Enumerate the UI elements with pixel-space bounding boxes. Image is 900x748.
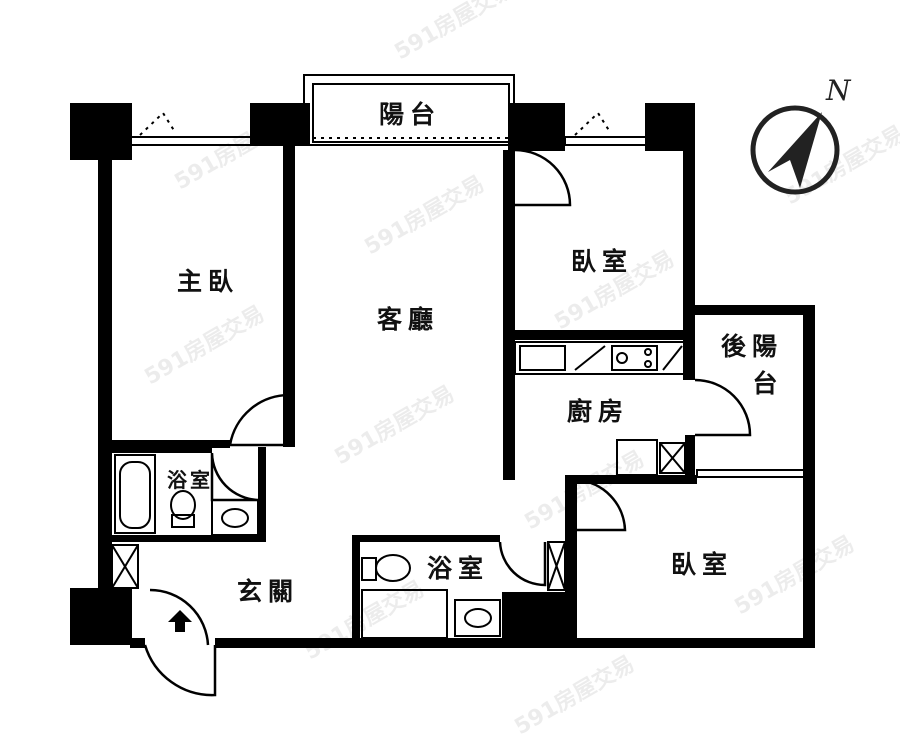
compass-icon: [750, 105, 840, 195]
label-bathroom-1: 浴室: [167, 468, 213, 492]
label-rear-balcony: 後陽: [721, 332, 783, 361]
label-rear-balcony-2: 台: [752, 369, 783, 398]
toilet-icon-2: [375, 554, 411, 582]
sink-icon-2: [454, 599, 501, 637]
label-bedroom-2: 臥室: [671, 550, 733, 579]
bathtub-icon: [114, 454, 156, 534]
svg-text:591房屋交易: 591房屋交易: [390, 0, 519, 65]
svg-text:591房屋交易: 591房屋交易: [140, 301, 269, 390]
svg-text:591房屋交易: 591房屋交易: [360, 171, 489, 260]
svg-text:591房屋交易: 591房屋交易: [510, 651, 639, 740]
toilet-icon: [170, 490, 196, 520]
stove-icon: [611, 345, 658, 371]
compass-label: N: [825, 74, 852, 107]
compass: N: [750, 74, 852, 195]
cabinet-icon-2: [547, 541, 566, 591]
label-balcony: 陽台: [379, 100, 441, 129]
svg-text:591房屋交易: 591房屋交易: [730, 531, 859, 620]
label-bedroom-1: 臥室: [571, 247, 633, 276]
duct-icon: [659, 442, 686, 474]
label-bathroom-2: 浴室: [427, 554, 489, 583]
label-living-room: 客廳: [377, 305, 439, 334]
label-master-bedroom: 主臥: [177, 267, 239, 296]
kitchen-counter: [514, 341, 686, 375]
sink-icon: [211, 499, 259, 536]
kitchen-sink-icon: [519, 345, 566, 371]
svg-text:591房屋交易: 591房屋交易: [330, 381, 459, 470]
svg-text:591房屋交易: 591房屋交易: [520, 446, 649, 535]
room-labels: 陽台 主臥 客廳 臥室 後陽 台 廚房 浴室 浴室 玄關 臥室: [167, 100, 783, 606]
entrance-arrow-icon: [168, 610, 192, 632]
shower-area: [361, 589, 448, 639]
walls: [70, 103, 815, 648]
label-entrance: 玄關: [237, 577, 299, 606]
label-kitchen: 廚房: [567, 397, 629, 426]
fixtures: [111, 341, 686, 639]
cabinet-icon: [111, 544, 139, 589]
